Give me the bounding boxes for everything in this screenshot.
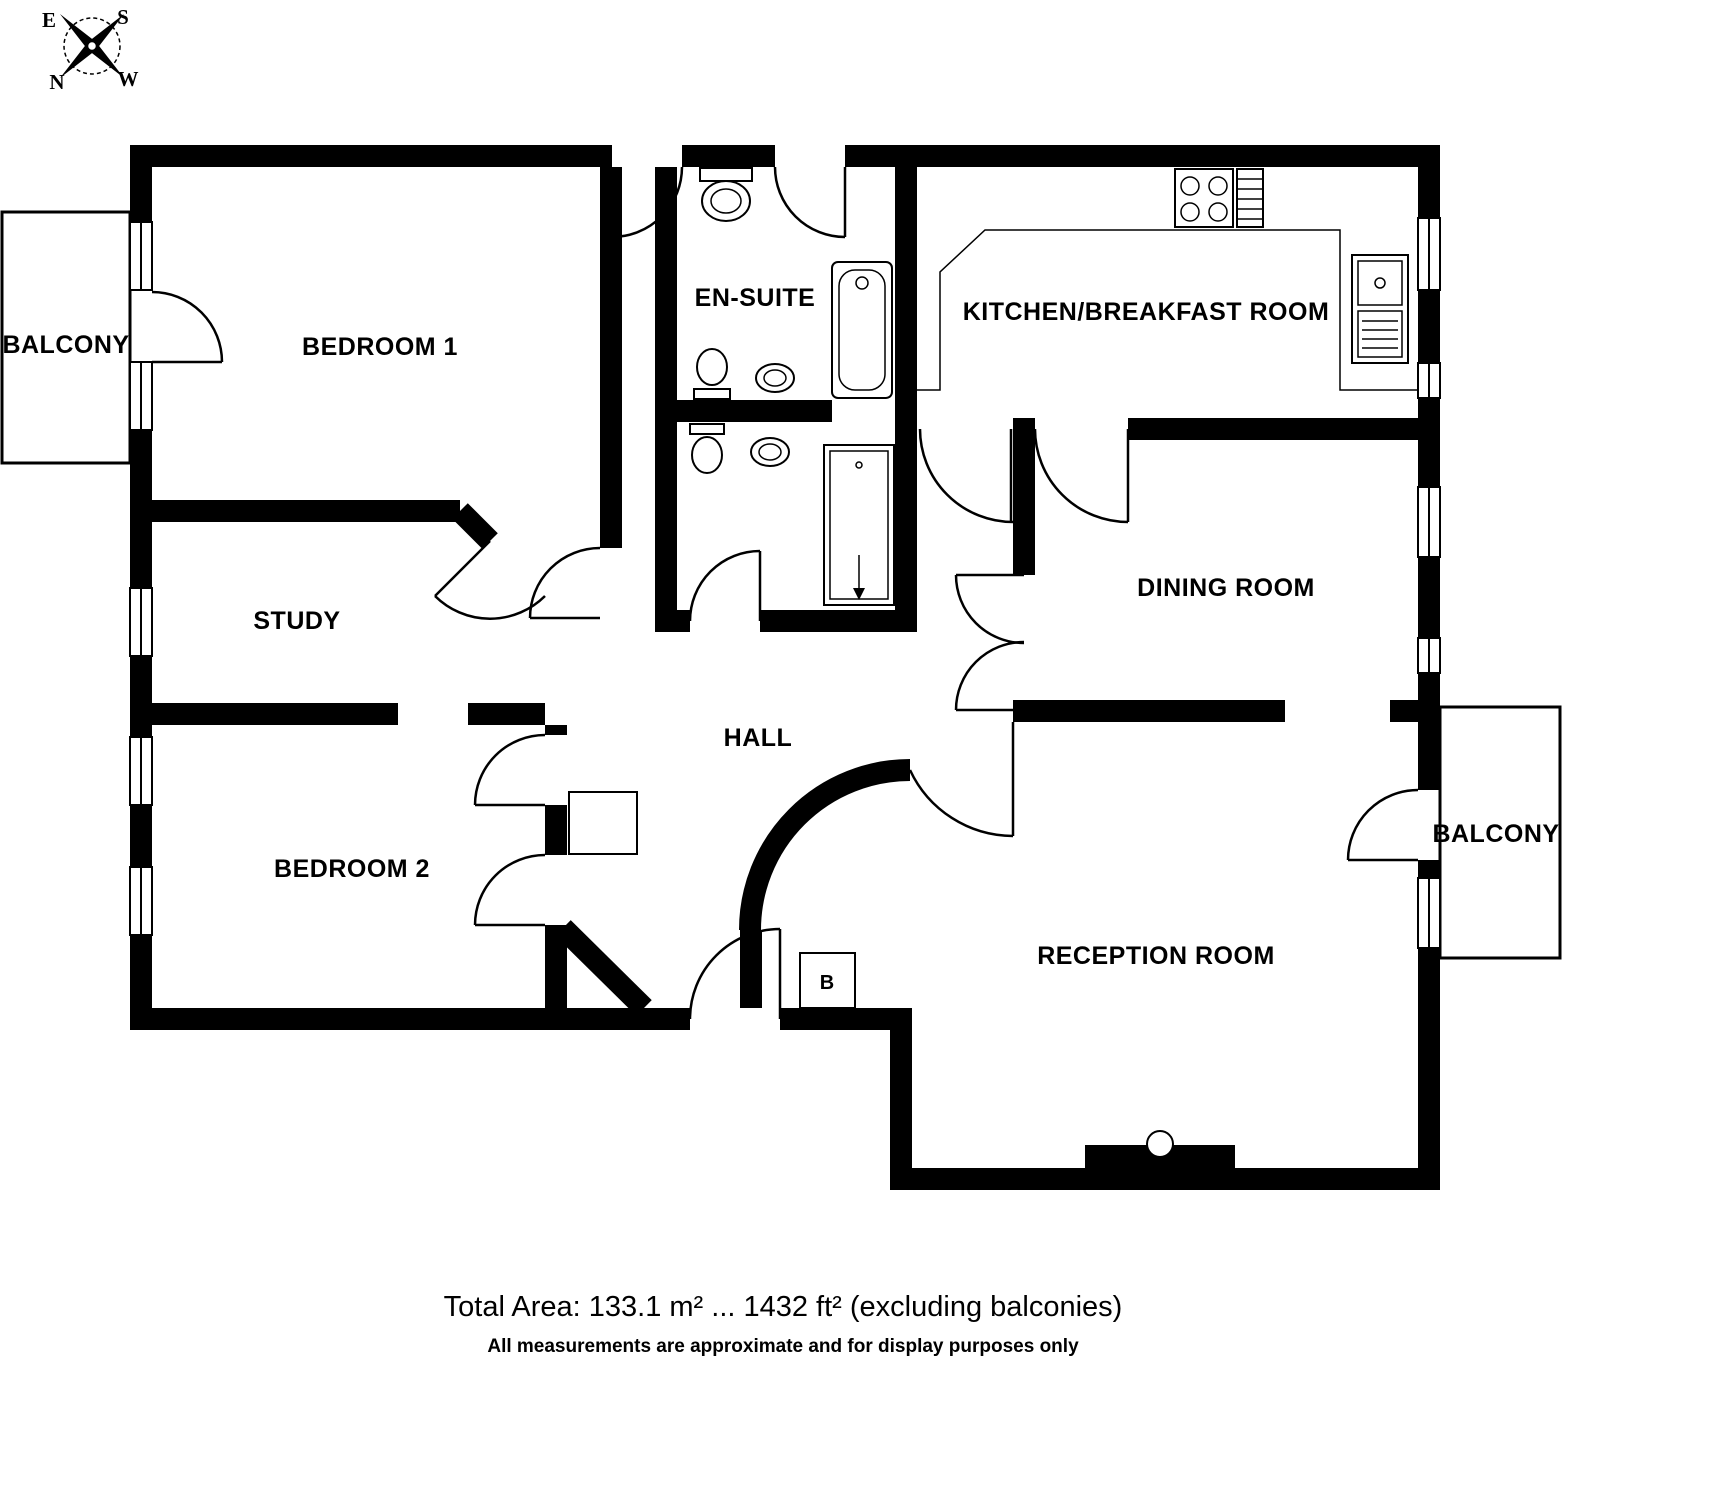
door-bathroom bbox=[688, 549, 762, 622]
label-en-suite: EN-SUITE bbox=[695, 284, 816, 312]
door-bedroom2-upper bbox=[473, 733, 546, 807]
label-hall: HALL bbox=[724, 724, 793, 752]
boiler-cupboard: B bbox=[799, 952, 856, 1009]
door-dining-upper bbox=[954, 573, 1025, 645]
walls bbox=[130, 145, 1440, 1190]
window bbox=[1417, 362, 1441, 399]
hall-closet bbox=[568, 791, 638, 855]
door-balcony-right bbox=[1346, 788, 1419, 862]
window bbox=[129, 736, 153, 806]
balcony-left-outline bbox=[0, 210, 132, 465]
window bbox=[129, 221, 153, 291]
bathtub-icon bbox=[831, 261, 893, 399]
door-kitchen-hall bbox=[918, 428, 1014, 524]
label-reception: RECEPTION ROOM bbox=[1037, 942, 1275, 970]
drainer-icon bbox=[1236, 168, 1264, 228]
window bbox=[129, 361, 153, 431]
window bbox=[1417, 877, 1441, 949]
total-area-text: Total Area: 133.1 m² ... 1432 ft² (exclu… bbox=[444, 1291, 1123, 1323]
label-balcony-left: BALCONY bbox=[2, 331, 129, 359]
doors bbox=[151, 166, 1419, 1020]
kitchen-counter bbox=[917, 229, 1418, 391]
room-labels: BALCONY BEDROOM 1 EN-SUITE KITCHEN/BREAK… bbox=[2, 284, 1559, 970]
label-bedroom2: BEDROOM 2 bbox=[274, 855, 430, 883]
toilet-icon bbox=[689, 423, 725, 474]
window bbox=[129, 866, 153, 936]
boiler-label: B bbox=[820, 972, 834, 994]
curved-wall bbox=[739, 759, 911, 931]
fixtures: B bbox=[568, 167, 1418, 1170]
door-kitchen-dining bbox=[1033, 428, 1130, 524]
compass-n: N bbox=[49, 70, 64, 94]
window bbox=[1417, 637, 1441, 674]
label-study: STUDY bbox=[253, 607, 340, 635]
label-balcony-right: BALCONY bbox=[1432, 820, 1559, 848]
window bbox=[1417, 486, 1441, 558]
door-ensuite-left bbox=[610, 166, 684, 239]
toilet-icon bbox=[699, 167, 753, 222]
sink-icon bbox=[750, 437, 790, 467]
label-dining: DINING ROOM bbox=[1137, 574, 1315, 602]
compass-w: W bbox=[118, 67, 139, 91]
door-front-entrance bbox=[688, 927, 782, 1020]
kitchen-sink-icon bbox=[1351, 254, 1409, 364]
door-bedroom1 bbox=[528, 546, 601, 620]
door-study bbox=[434, 540, 546, 620]
compass-e: E bbox=[42, 8, 56, 32]
footer: Total Area: 133.1 m² ... 1432 ft² (exclu… bbox=[444, 1291, 1123, 1357]
compass-s: S bbox=[117, 5, 129, 29]
door-reception bbox=[908, 722, 1015, 838]
toilet-icon bbox=[693, 348, 731, 400]
label-kitchen: KITCHEN/BREAKFAST ROOM bbox=[963, 298, 1330, 326]
door-dining-lower bbox=[954, 640, 1025, 712]
balcony-right-outline bbox=[1438, 705, 1562, 960]
disclaimer-text: All measurements are approximate and for… bbox=[487, 1336, 1079, 1357]
label-bedroom1: BEDROOM 1 bbox=[302, 333, 458, 361]
sink-icon bbox=[755, 363, 795, 393]
fireplace-icon bbox=[1085, 1130, 1235, 1170]
compass-rose-icon: E S N W bbox=[42, 5, 139, 94]
hob-icon bbox=[1174, 168, 1234, 228]
shower-icon bbox=[823, 444, 895, 606]
door-ensuite-right bbox=[773, 166, 847, 239]
window bbox=[129, 587, 153, 657]
windows bbox=[129, 217, 1441, 949]
door-balcony-left bbox=[151, 290, 224, 364]
door-bedroom2-lower bbox=[473, 853, 546, 927]
window bbox=[1417, 217, 1441, 291]
